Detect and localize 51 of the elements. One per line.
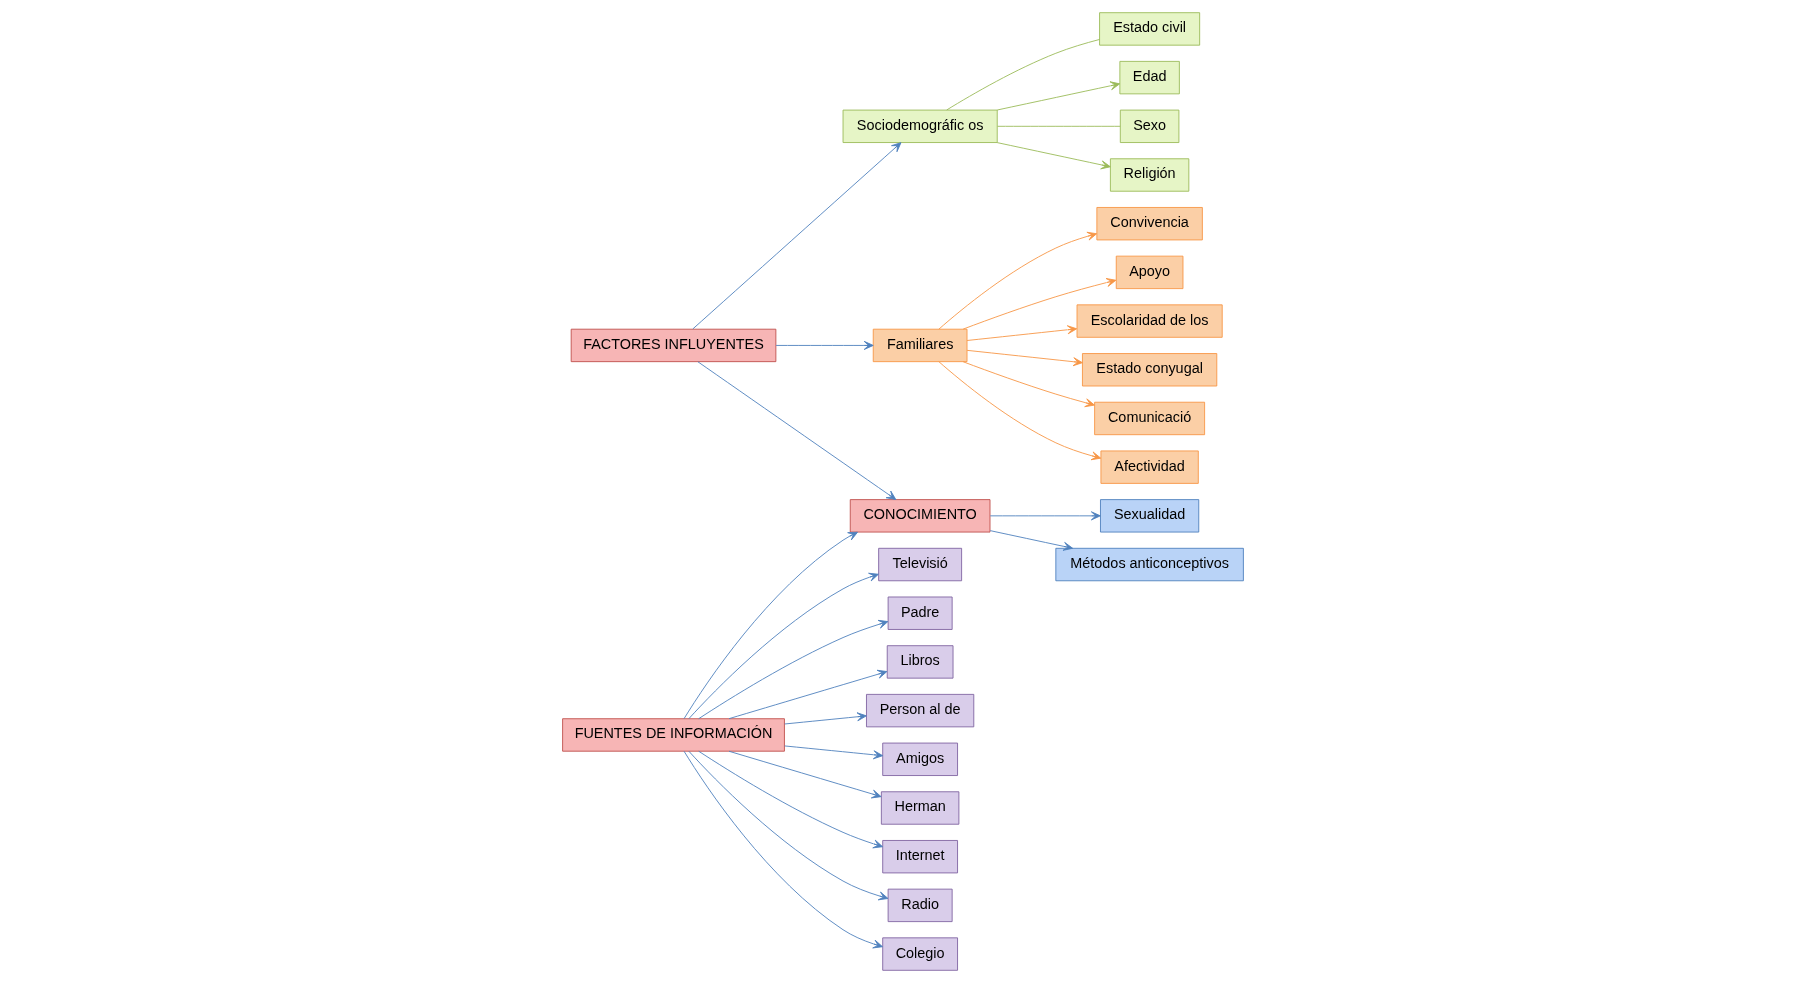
arrow xyxy=(962,277,1116,330)
arrow xyxy=(937,231,1097,330)
arrow xyxy=(937,360,1101,460)
node-box: Sexo xyxy=(1119,109,1179,143)
arrow xyxy=(783,711,867,724)
node-box: Radio xyxy=(887,888,953,922)
node-box: Sexualidad xyxy=(1099,498,1199,533)
arrow xyxy=(683,531,858,719)
node-box: FACTORES INFLUYENTES xyxy=(570,328,776,362)
arrow xyxy=(775,340,874,350)
node-box: Herman xyxy=(880,790,959,825)
arrow xyxy=(687,750,888,900)
node-box: Métodos anticonceptivos xyxy=(1054,547,1244,581)
arrow xyxy=(966,349,1083,366)
arrow xyxy=(683,750,883,948)
node-box: Escolaridad de los xyxy=(1076,303,1223,338)
connector xyxy=(996,125,1121,127)
node-box: Religión xyxy=(1109,157,1189,192)
node-box: Internet xyxy=(881,839,958,873)
node-box: Televisió xyxy=(877,547,962,581)
arrow xyxy=(989,529,1073,551)
connector xyxy=(945,38,1100,110)
node-box: Padre xyxy=(887,596,953,630)
arrow xyxy=(996,141,1111,169)
node-box: Sociodemográfic os xyxy=(842,109,998,143)
node-box: Amigos xyxy=(881,742,958,776)
node-box: Comunicació xyxy=(1093,401,1205,435)
node-box: CONOCIMIENTO xyxy=(849,498,990,533)
arrow xyxy=(691,141,901,329)
node-box: Apoyo xyxy=(1115,255,1183,289)
arrow xyxy=(728,750,882,798)
node-box: Familiares xyxy=(872,328,967,362)
arrow xyxy=(697,619,888,719)
node-box: Edad xyxy=(1118,60,1180,94)
arrow xyxy=(996,80,1120,110)
arrow xyxy=(966,324,1077,341)
arrow xyxy=(697,750,883,848)
node-box: FUENTES DE INFORMACIÓN xyxy=(561,717,785,752)
arrow xyxy=(783,744,883,759)
node-box: Estado conyugal xyxy=(1081,352,1217,386)
arrow xyxy=(962,360,1095,407)
node-box: Libros xyxy=(886,644,953,679)
node-box: Person al de xyxy=(865,693,974,727)
node-box: Afectividad xyxy=(1099,449,1199,484)
node-box: Colegio xyxy=(881,936,958,971)
node-box: Estado civil xyxy=(1098,11,1200,46)
arrow xyxy=(687,572,879,719)
arrow xyxy=(728,669,887,719)
arrow xyxy=(696,360,896,500)
arrow xyxy=(989,510,1101,520)
node-box: Convivencia xyxy=(1095,206,1203,240)
